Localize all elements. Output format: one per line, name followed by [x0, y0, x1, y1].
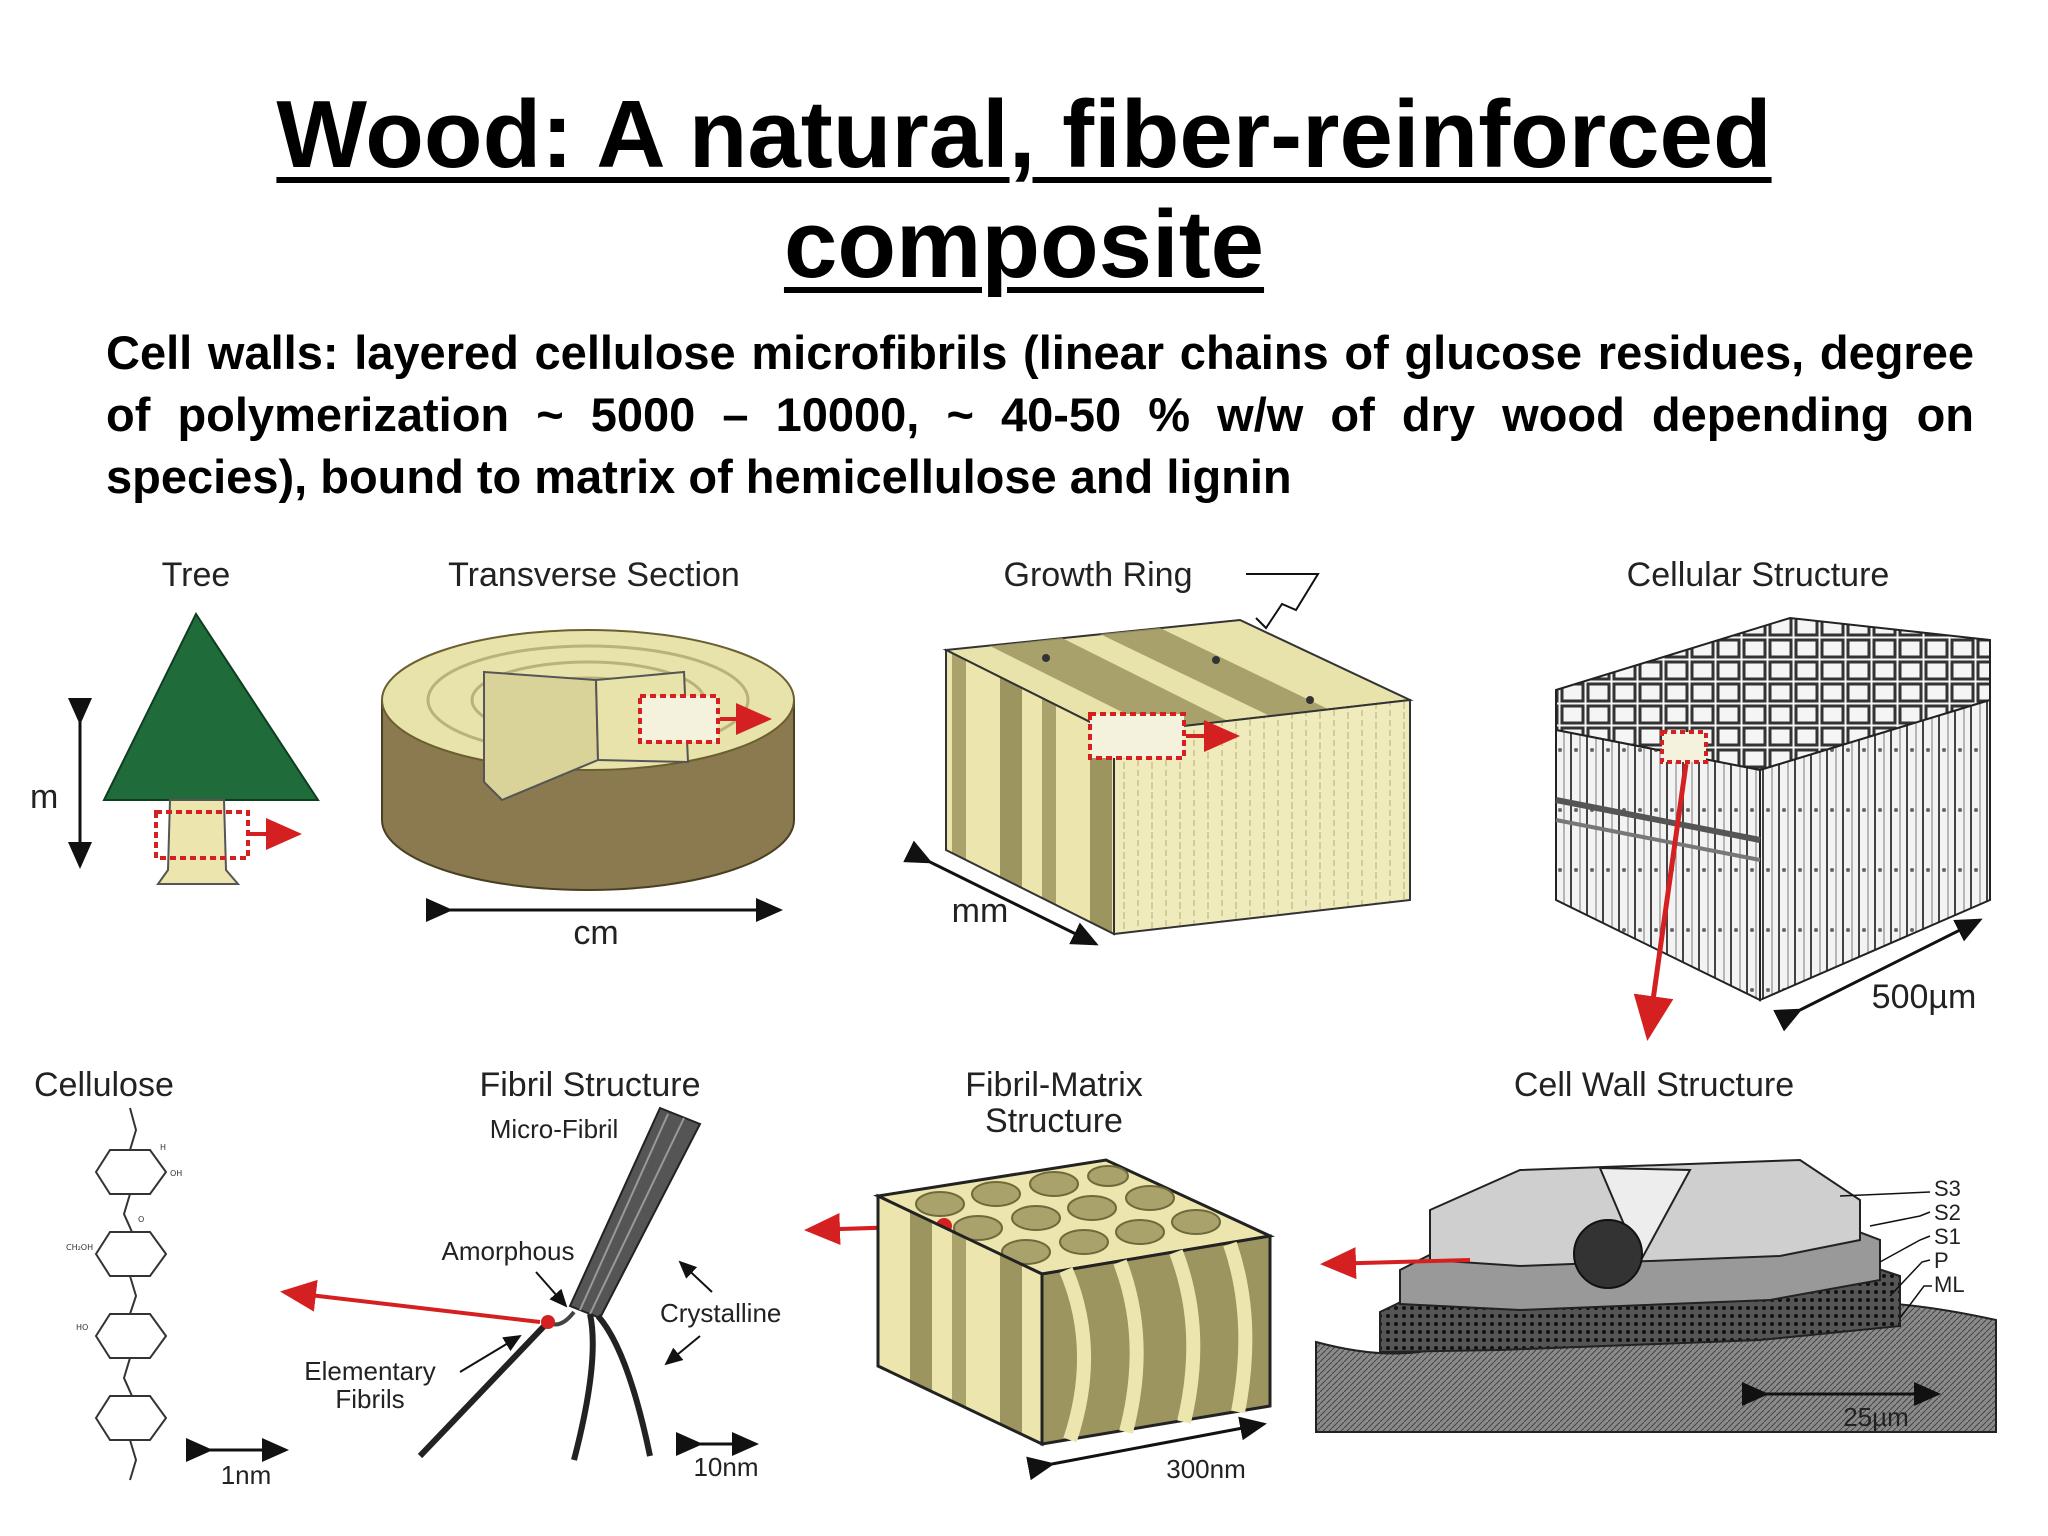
cellulose-label-h: H: [160, 1143, 166, 1152]
cell-wall-title: Cell Wall Structure: [1514, 1066, 1794, 1104]
layer-label-ml: ML: [1934, 1272, 1965, 1297]
cellulose-label-o: O: [138, 1215, 144, 1224]
layer-label-p: P: [1934, 1248, 1949, 1273]
elementary-label-1: Elementary: [304, 1356, 436, 1386]
layer-label-s3: S3: [1934, 1176, 1961, 1201]
fibril-red-dot: [541, 1315, 555, 1329]
fibril-matrix-title-2: Structure: [985, 1102, 1123, 1140]
tree-trunk: [156, 799, 241, 885]
fibril-red-arrow: [280, 1279, 541, 1324]
cellular-structure-panel: Cellular Structure 500µm: [1555, 556, 1991, 1041]
cellular-scale-arrow: [1773, 918, 1983, 1032]
growth-scale-arrow: [903, 840, 1099, 946]
elementary-fibril-1: [417, 1319, 551, 1459]
matrix-cube-front: [1040, 1234, 1272, 1446]
tree-title: Tree: [162, 556, 231, 594]
fibril-matrix-panel: Fibril-Matrix Structure 300nm: [804, 1066, 1276, 1484]
elementary-fibril-3: [595, 1314, 653, 1457]
cellular-red-arrow: [1633, 763, 1689, 1041]
growth-ring-panel: Growth Ring mm: [903, 556, 1414, 946]
slide-title: Wood: A natural, fiber-reinforced compos…: [0, 80, 2048, 300]
tree-scale-label: m: [30, 778, 58, 816]
matrix-scale-arrow: [1026, 1416, 1267, 1481]
cellulose-label-ch2oh: CH₂OH: [66, 1243, 93, 1252]
layer-label-s1: S1: [1934, 1224, 1961, 1249]
matrix-fibril-ends: [915, 1165, 1221, 1265]
elementary-label-2: Fibrils: [335, 1384, 404, 1414]
cellulose-label-oh: OH: [170, 1169, 182, 1178]
cellulose-chain: [94, 1107, 168, 1481]
body-text: Cell walls: layered cellulose microfibri…: [106, 326, 1974, 503]
growth-ring-title: Growth Ring: [1004, 556, 1193, 594]
transverse-section-title: Transverse Section: [448, 556, 740, 594]
elementary-fibril-2: [571, 1313, 596, 1461]
growth-cube-front: [1113, 698, 1411, 936]
fibril-matrix-title-1: Fibril-Matrix: [965, 1066, 1143, 1104]
growth-ring-callout: [1246, 573, 1320, 630]
cell-wall-leader-lines: [1839, 1191, 1932, 1319]
title-line-2: composite: [783, 191, 1265, 298]
transverse-section-panel: Transverse Section cm: [381, 556, 795, 952]
cellulose-scale-label: 1nm: [221, 1460, 272, 1490]
cell-wall-pit: [1573, 1219, 1643, 1289]
tree-crown: [102, 611, 320, 801]
cell-wall-red-arrow: [1320, 1247, 1471, 1280]
cell-wall-panel: Cell Wall Structure S3 S2 S1 P ML 25µm: [1315, 1066, 1997, 1433]
growth-selection-box: [1088, 712, 1186, 760]
fibril-scale-label: 10nm: [693, 1452, 758, 1482]
cellular-scale-label: 500µm: [1872, 978, 1977, 1016]
fibril-structure-title: Fibril Structure: [479, 1066, 700, 1104]
amorphous-label: Amorphous: [442, 1236, 575, 1266]
cellular-selection-box: [1660, 730, 1708, 764]
cellulose-title: Cellulose: [34, 1066, 174, 1104]
micro-fibril-label: Micro-Fibril: [490, 1114, 619, 1144]
layer-label-s2: S2: [1934, 1200, 1961, 1225]
transverse-selection-box: [638, 694, 720, 744]
log-cutout: [483, 670, 600, 802]
cellulose-panel: Cellulose H OH CH₂OH O HO 1nm: [34, 1066, 289, 1490]
cellulose-label-ho: HO: [76, 1323, 88, 1332]
matrix-scale-label: 300nm: [1166, 1454, 1246, 1484]
growth-scale-label: mm: [952, 892, 1009, 930]
title-line-1: Wood: A natural, fiber-reinforced: [276, 81, 1772, 188]
transverse-scale-label: cm: [573, 914, 618, 952]
crystalline-label: Crystalline: [660, 1298, 781, 1328]
fibril-structure-panel: Fibril Structure Micro-Fibril Amorphous …: [280, 1066, 781, 1482]
cellular-structure-title: Cellular Structure: [1627, 556, 1890, 594]
tree-selection-box: [154, 810, 250, 860]
tree-panel: Tree m: [30, 556, 320, 885]
cell-wall-scale-label: 25µm: [1843, 1402, 1909, 1432]
